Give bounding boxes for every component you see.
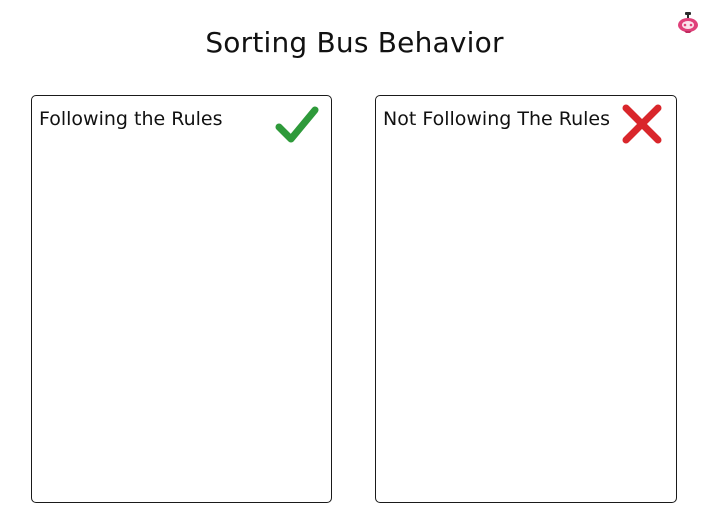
page-title: Sorting Bus Behavior [205,26,504,59]
not-following-rules-label: Not Following The Rules [383,108,610,130]
cross-icon [620,102,664,146]
brand-logo-icon [676,10,700,34]
following-rules-panel: Following the Rules [31,95,332,503]
checkmark-icon [275,102,319,146]
not-following-rules-panel: Not Following The Rules [375,95,677,503]
following-rules-label: Following the Rules [39,108,223,130]
